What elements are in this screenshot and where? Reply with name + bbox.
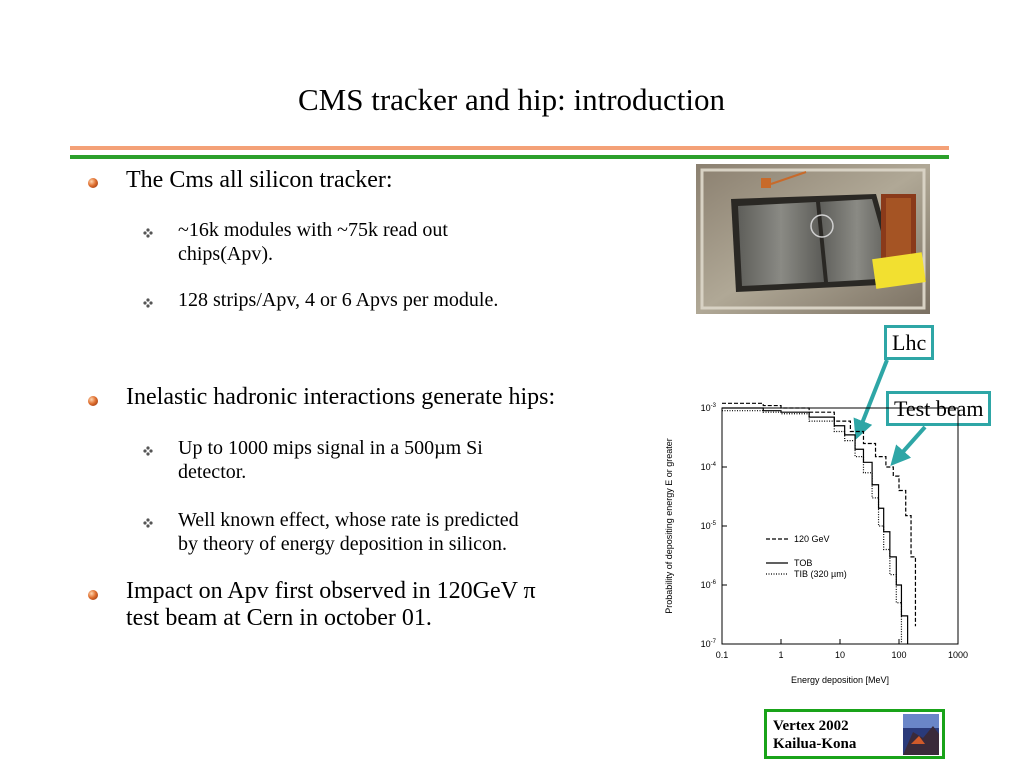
y-tick-label: 10-3 — [701, 403, 717, 413]
bullet-icon — [88, 178, 98, 188]
diamond-bullet-icon — [143, 298, 153, 308]
series-line — [722, 410, 903, 644]
diamond-bullet-icon — [143, 446, 153, 456]
x-tick-label: 100 — [891, 650, 906, 660]
x-tick-label: 1000 — [948, 650, 968, 660]
diamond-bullet-icon — [143, 228, 153, 238]
legend-label: TIB (320 µm) — [794, 569, 847, 579]
y-tick-label: 10-5 — [701, 521, 717, 531]
footer-line2: Kailua-Kona — [773, 736, 857, 752]
volcano-thumbnail — [903, 714, 939, 755]
bullet-text: Inelastic hadronic interactions generate… — [126, 384, 556, 410]
bullet-icon — [88, 590, 98, 600]
x-tick-label: 1 — [778, 650, 783, 660]
footer-line1: Vertex 2002 — [773, 718, 849, 734]
silicon-module-photo — [696, 164, 930, 314]
slide-title: CMS tracker and hip: introduction — [297, 82, 726, 117]
plot-frame — [721, 407, 959, 645]
bullet-text: Impact on Apv first observed in 120GeV π… — [126, 578, 536, 631]
legend-label: 120 GeV — [794, 534, 830, 544]
sub-bullet-text: ~16k modules with ~75k read out chips(Ap… — [178, 219, 448, 265]
energy-deposition-chart: 0.1 1 10 100 1000 10-3 10-4 10-5 10-6 10-7 Energ… — [664, 402, 968, 685]
sub-bullet-text: Well known effect, whose rate is predict… — [178, 509, 519, 555]
x-axis-label: Energy deposition [MeV] — [791, 675, 889, 685]
legend-label: TOB — [794, 558, 812, 568]
y-tick-label: 10-4 — [701, 462, 717, 472]
sub-bullet-text: Up to 1000 mips signal in a 500µm Si det… — [178, 437, 483, 483]
x-tick-label: 10 — [835, 650, 845, 660]
title-divider-orange — [70, 146, 949, 150]
bullet-text: The Cms all silicon tracker: — [126, 167, 393, 193]
y-tick-label: 10-7 — [701, 639, 717, 649]
conference-badge: Vertex 2002 Kailua-Kona — [764, 709, 945, 759]
sub-bullet-text: 128 strips/Apv, 4 or 6 Apvs per module. — [178, 289, 499, 311]
bullet-icon — [88, 396, 98, 406]
x-tick-label: 0.1 — [716, 650, 729, 660]
diamond-bullet-icon — [143, 518, 153, 528]
y-axis-label: Probability of depositing energy E or gr… — [664, 438, 674, 614]
y-tick-label: 10-6 — [701, 580, 717, 590]
lhc-callout: Lhc — [884, 325, 935, 360]
title-divider-green — [70, 155, 949, 159]
series-line — [722, 402, 917, 627]
